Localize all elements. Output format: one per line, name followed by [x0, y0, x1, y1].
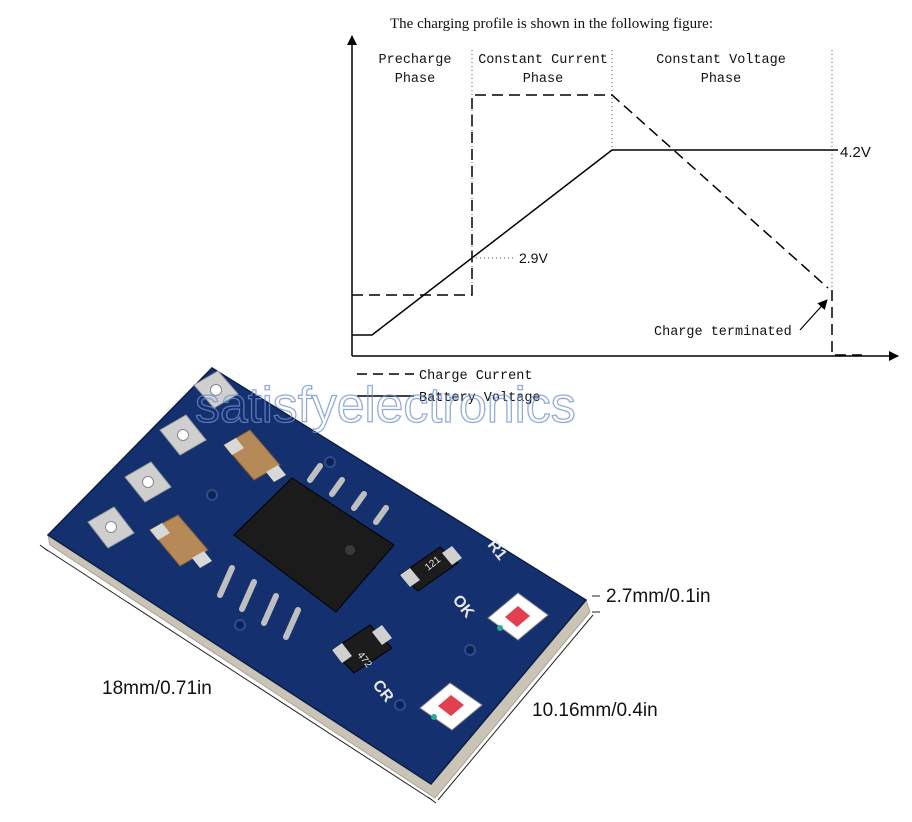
- charger-ic-chip: [233, 477, 395, 613]
- pin-pad: [159, 414, 207, 456]
- via: [324, 456, 336, 468]
- capacitor: [223, 429, 286, 482]
- width-dimension-line: [437, 614, 594, 801]
- battery-voltage-curve: [352, 149, 832, 336]
- via: [464, 644, 476, 656]
- figure-caption: The charging profile is shown in the fol…: [390, 16, 713, 32]
- termination-label: Charge terminated: [654, 325, 792, 340]
- phase-label: Phase: [701, 72, 742, 87]
- capacitor: [149, 514, 212, 568]
- led-cr: [419, 682, 483, 731]
- via: [394, 699, 406, 711]
- phase-label: Constant Current: [478, 53, 608, 68]
- phase-label: Constant Voltage: [656, 53, 786, 68]
- length-dimension-line: [43, 547, 433, 801]
- phase-label: Phase: [523, 72, 564, 87]
- legend-voltage-label: Battery Voltage: [419, 391, 541, 406]
- resistor-472: 472: [331, 624, 393, 674]
- width-dimension-label: 10.16mm/0.4in: [532, 700, 658, 721]
- led-ok: [487, 592, 549, 641]
- threshold-voltage-label: 2.9V: [519, 250, 548, 266]
- pin-pad: [193, 370, 239, 409]
- phase-label: Precharge: [379, 53, 452, 68]
- length-dimension-tick: [39, 544, 49, 552]
- resistor-121: 121: [399, 546, 462, 592]
- watermark: satisfyelectronics: [194, 376, 576, 433]
- phase-label: Phase: [395, 72, 436, 87]
- pin-pad: [124, 461, 172, 503]
- chip-pin1-dot: [345, 545, 355, 555]
- length-dimension-tick: [427, 796, 437, 804]
- via: [206, 489, 218, 501]
- float-voltage-label: 4.2V: [840, 144, 871, 161]
- termination-pointer: [799, 299, 828, 331]
- thickness-dimension-label: 2.7mm/0.1in: [606, 586, 711, 607]
- length-dimension-label: 18mm/0.71in: [102, 678, 212, 699]
- ic-leads: [217, 463, 389, 640]
- legend-current-label: Charge Current: [419, 369, 532, 384]
- via: [234, 619, 246, 631]
- pin-pad: [87, 506, 135, 549]
- charge-current-curve: [352, 94, 862, 356]
